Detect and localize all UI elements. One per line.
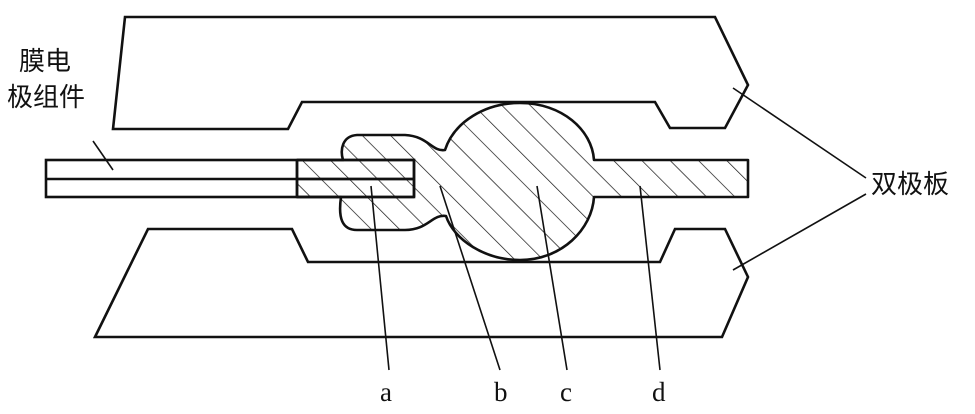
lower-bipolar-plate — [92, 227, 750, 339]
label-c: c — [560, 377, 572, 407]
label-membrane-assembly-line1: 膜电 — [19, 47, 71, 77]
leader-membrane-assembly — [92, 140, 114, 171]
leader-bipolar-lower — [732, 193, 867, 271]
hatched-seal — [295, 101, 750, 262]
label-b: b — [494, 377, 508, 407]
leader-a — [370, 185, 390, 371]
leader-bipolar-upper — [732, 87, 867, 179]
label-d: d — [652, 377, 666, 407]
label-a: a — [380, 377, 392, 407]
leader-b — [439, 185, 501, 371]
label-membrane-assembly-line2: 极组件 — [7, 83, 85, 113]
leader-c — [536, 185, 568, 371]
leader-d — [639, 185, 661, 371]
label-bipolar-plate: 双极板 — [871, 170, 949, 200]
upper-bipolar-plate — [111, 15, 750, 131]
